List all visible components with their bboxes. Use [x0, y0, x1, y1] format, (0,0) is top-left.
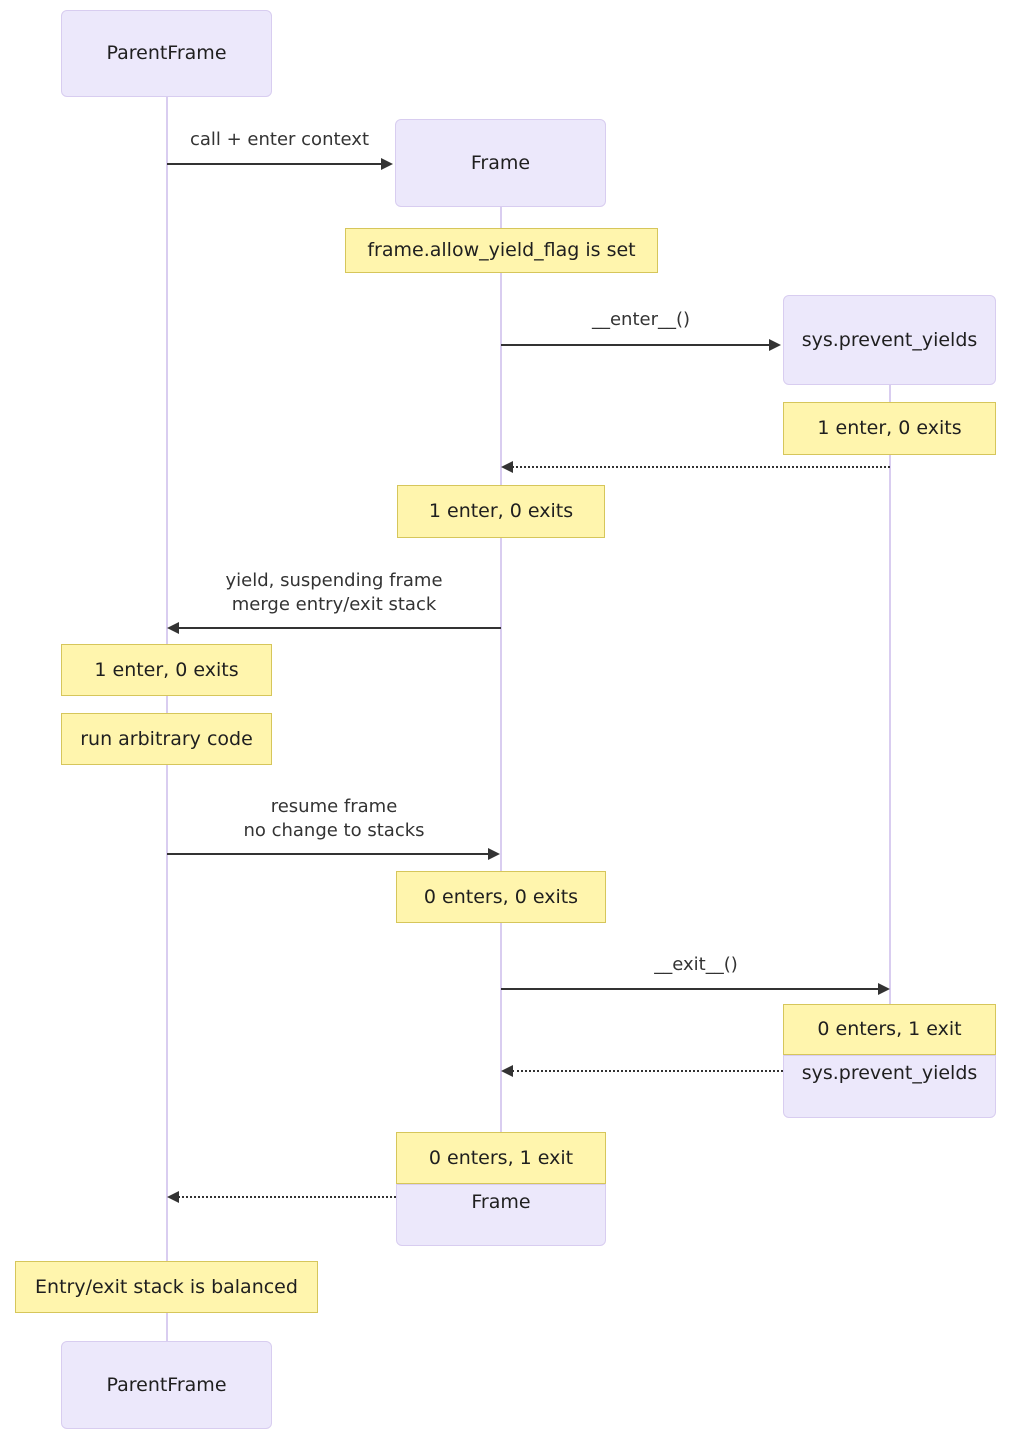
msg-enter-label: __enter__(): [591, 309, 691, 330]
actor-parentframe-bottom[interactable]: ParentFrame: [61, 1341, 272, 1429]
note-stack-balanced-text: Entry/exit stack is balanced: [35, 1275, 298, 1298]
actor-sys-prevent-yields-top[interactable]: sys.prevent_yields: [783, 295, 996, 385]
note-frame-1-enter-0-exits-text: 1 enter, 0 exits: [428, 500, 574, 523]
msg-yield-suspend-line1: yield, suspending frame: [225, 570, 443, 591]
msg-yield-suspend-line2: merge entry/exit stack: [231, 594, 437, 616]
note-frame-0-enters-0-exits-text: 0 enters, 0 exits: [423, 885, 579, 908]
actor-frame-top-label: Frame: [470, 151, 531, 174]
msg-enter-line: [501, 344, 771, 346]
note-stack-balanced: Entry/exit stack is balanced: [15, 1261, 318, 1313]
msg-resume-frame-line1: resume frame: [270, 796, 398, 817]
note-frame-0-enters-1-exit-text: 0 enters, 1 exit: [428, 1146, 574, 1169]
actor-frame-top[interactable]: Frame: [395, 119, 606, 207]
msg-call-enter-context-arrowhead: [381, 158, 393, 170]
note-prevent-1-enter-0-exits-text: 1 enter, 0 exits: [817, 417, 962, 440]
msg-return-frame-line: [178, 1196, 396, 1198]
actor-sys-prevent-yields-top-label: sys.prevent_yields: [801, 328, 978, 351]
lifeline-sys-prevent-yields: [889, 384, 891, 1056]
note-frame-1-enter-0-exits: 1 enter, 0 exits: [397, 485, 605, 538]
note-frame-0-enters-1-exit: 0 enters, 1 exit: [396, 1132, 606, 1184]
msg-resume-frame-line2: no change to stacks: [243, 820, 425, 842]
msg-resume-frame-label: resume frame no change to stacks: [167, 795, 501, 844]
msg-call-enter-context-label: call + enter context: [189, 129, 370, 150]
note-parent-1-enter-0-exits: 1 enter, 0 exits: [61, 644, 272, 696]
msg-return-exit-line: [512, 1070, 783, 1072]
actor-parentframe-top[interactable]: ParentFrame: [61, 10, 272, 97]
note-prevent-1-enter-0-exits: 1 enter, 0 exits: [783, 402, 996, 455]
note-parent-1-enter-0-exits-text: 1 enter, 0 exits: [94, 658, 239, 681]
actor-parentframe-bottom-label: ParentFrame: [106, 1373, 227, 1396]
actor-sys-prevent-yields-bottom-label: sys.prevent_yields: [801, 1062, 978, 1084]
msg-call-enter-context-line: [167, 163, 383, 165]
msg-resume-frame-line: [167, 853, 490, 855]
note-run-arbitrary-code: run arbitrary code: [61, 713, 272, 765]
msg-yield-suspend-line: [178, 627, 501, 629]
actor-sys-prevent-yields-bottom[interactable]: sys.prevent_yields: [783, 1055, 996, 1118]
actor-frame-bottom[interactable]: Frame: [396, 1184, 606, 1246]
actor-frame-bottom-label: Frame: [471, 1191, 531, 1213]
msg-return-enter-line: [512, 466, 890, 468]
msg-enter-arrowhead: [769, 339, 781, 351]
actor-parentframe-top-label: ParentFrame: [106, 42, 227, 65]
note-frame-0-enters-0-exits: 0 enters, 0 exits: [396, 871, 606, 923]
msg-return-exit-arrowhead: [501, 1065, 513, 1077]
note-allow-yield-flag-text: frame.allow_yield_flag is set: [367, 239, 636, 262]
note-run-arbitrary-code-text: run arbitrary code: [80, 727, 253, 750]
msg-exit-label: __exit__(): [654, 954, 738, 975]
msg-return-enter-arrowhead: [501, 461, 513, 473]
msg-resume-frame-arrowhead: [488, 848, 500, 860]
note-prevent-0-enters-1-exit: 0 enters, 1 exit: [783, 1004, 996, 1055]
note-allow-yield-flag: frame.allow_yield_flag is set: [345, 228, 658, 273]
msg-yield-suspend-label: yield, suspending frame merge entry/exit …: [167, 569, 501, 618]
note-prevent-0-enters-1-exit-text: 0 enters, 1 exit: [817, 1018, 962, 1041]
lifeline-frame: [500, 206, 502, 1186]
msg-exit-line: [501, 988, 880, 990]
msg-yield-suspend-arrowhead: [167, 622, 179, 634]
msg-return-frame-arrowhead: [167, 1191, 179, 1203]
msg-exit-arrowhead: [878, 983, 890, 995]
